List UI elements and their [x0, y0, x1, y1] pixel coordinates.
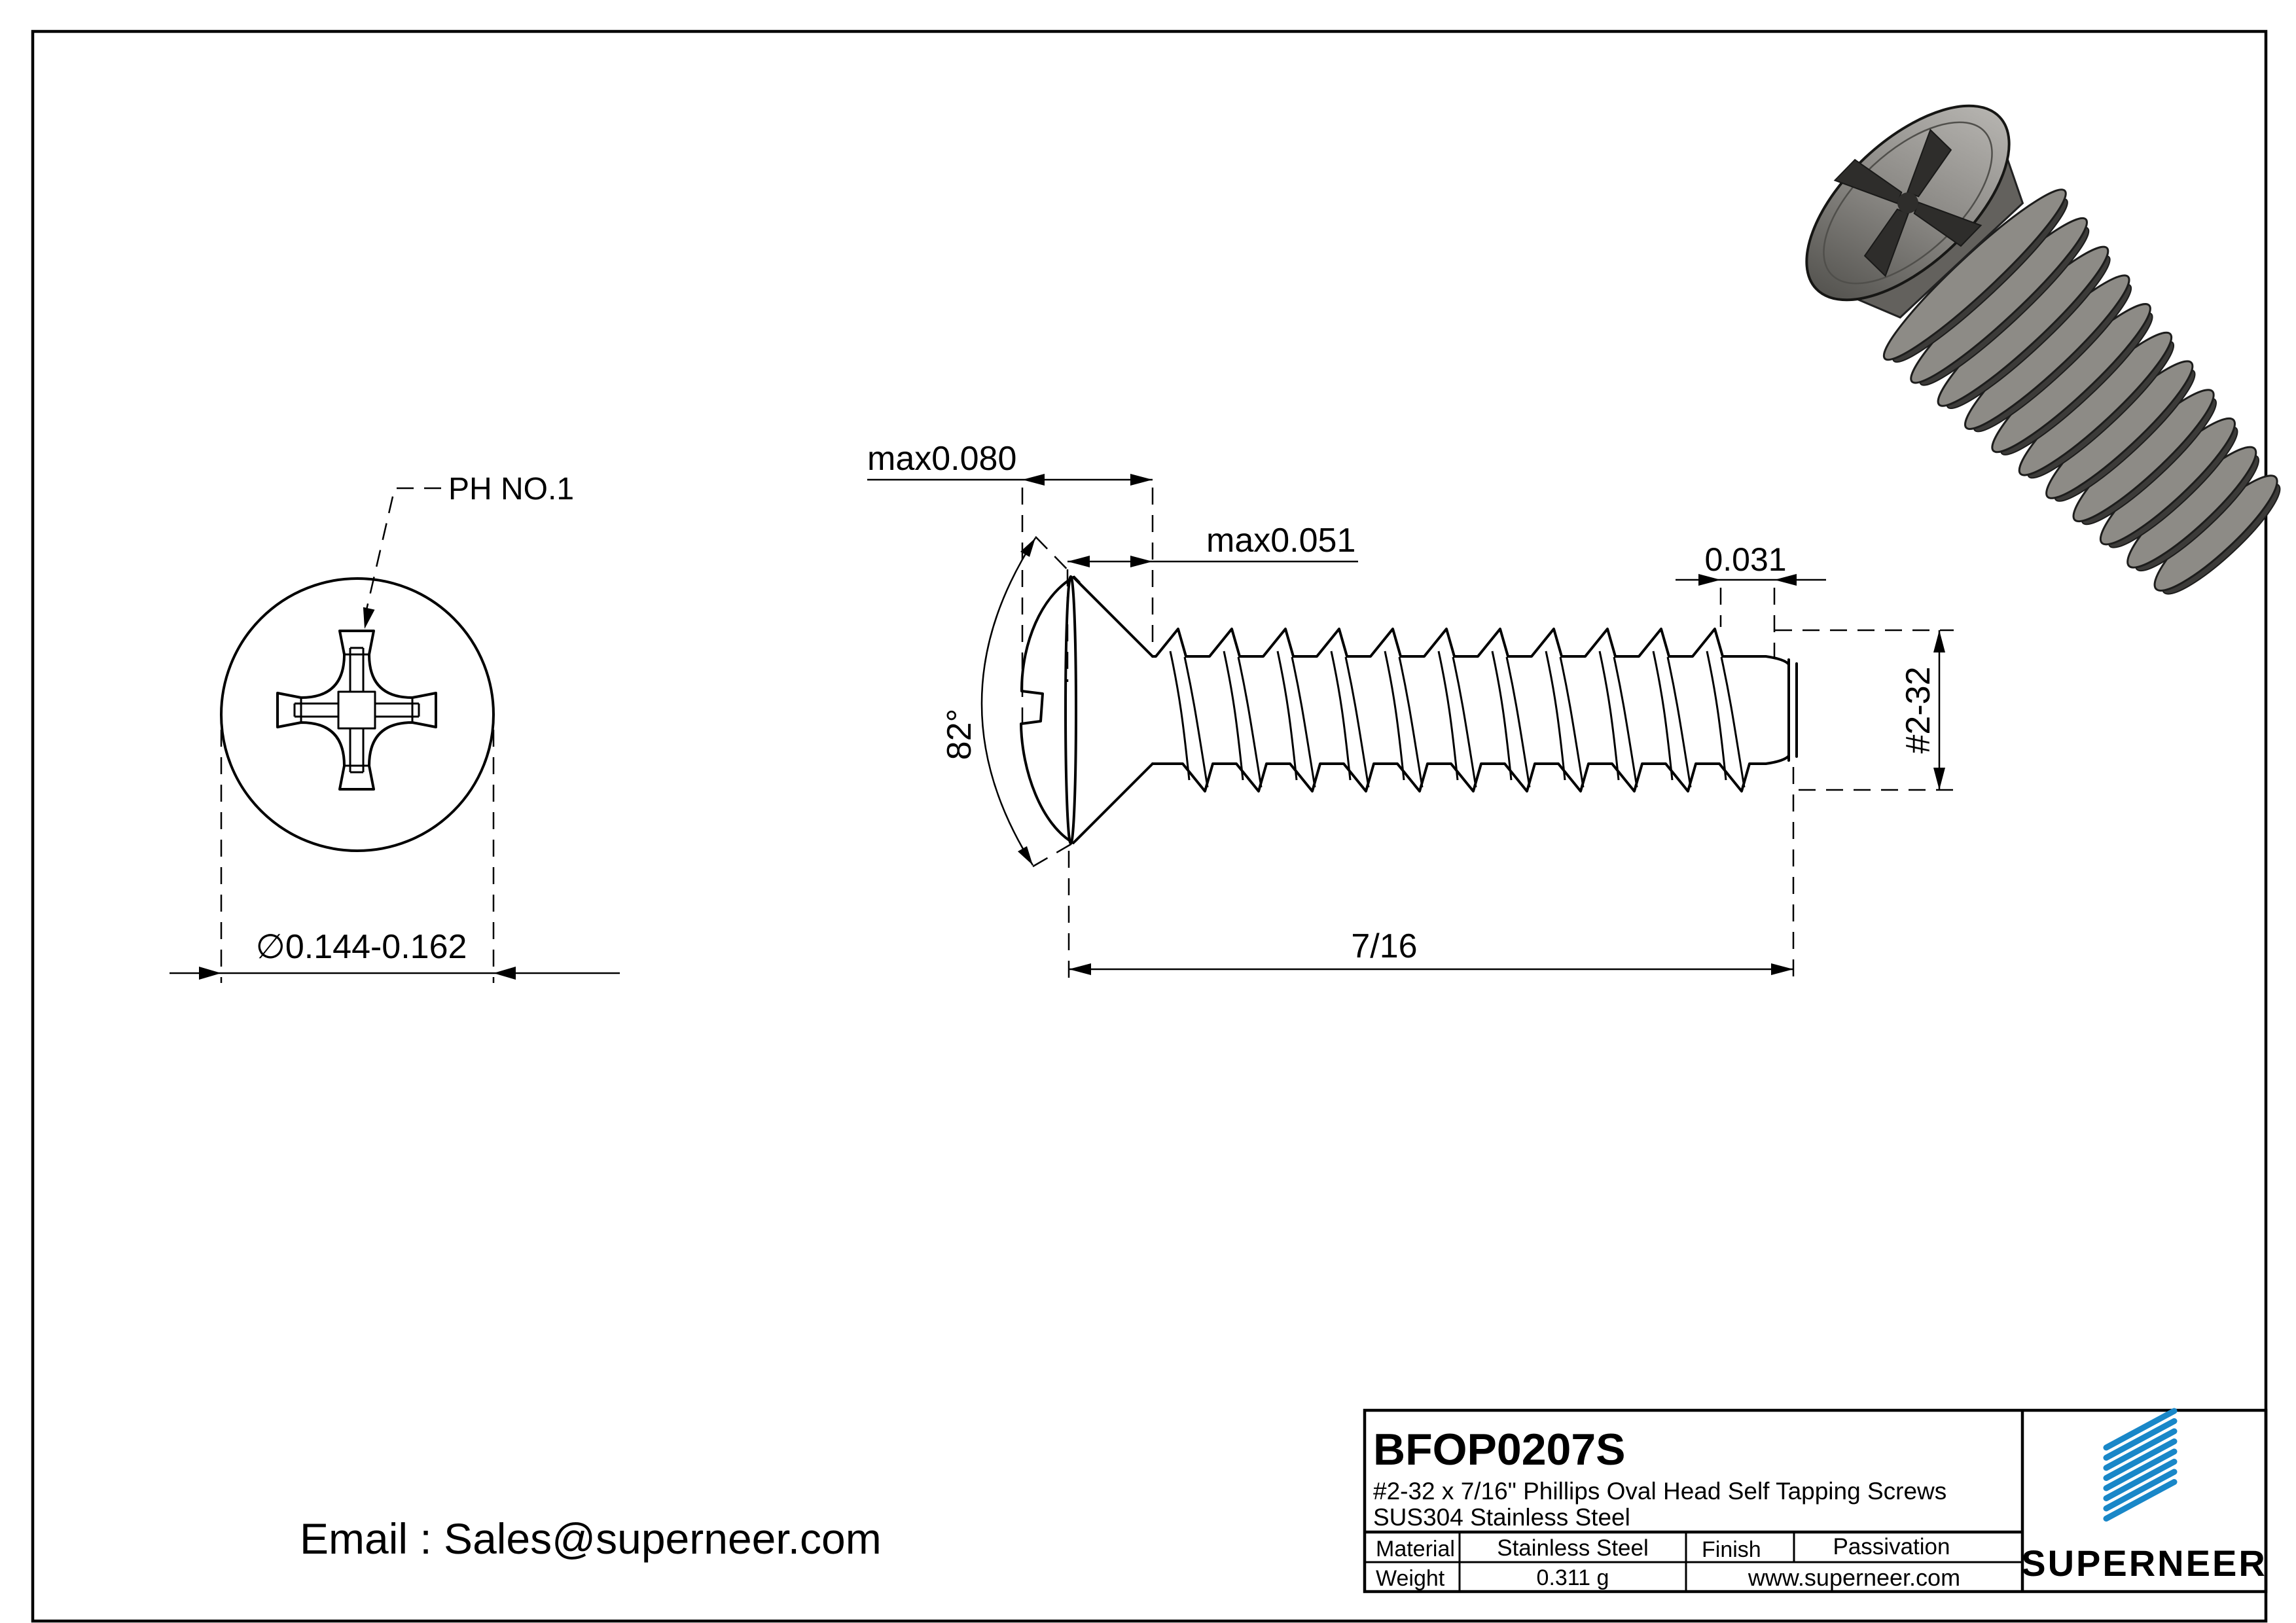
material-label: Material [1376, 1537, 1455, 1561]
head-cone-edges [1073, 577, 1154, 843]
screw-tip-end-face [1787, 658, 1798, 762]
title-block: BFOP0207S #2-32 x 7/16" Phillips Oval He… [1363, 1408, 2268, 1594]
thread-crest-bottom [1151, 755, 1790, 793]
finish-value: Passivation [1833, 1534, 1950, 1560]
angle-arc-arrows [1018, 538, 1035, 865]
material-value: Stainless Steel [1497, 1535, 1649, 1561]
logo-stripe [2103, 1438, 2178, 1481]
ph-leader-line [364, 487, 441, 616]
head-dia-arrow-right [493, 967, 516, 980]
logo-stripe [2103, 1469, 2178, 1512]
angle-ref-lines [1032, 536, 1081, 868]
dim-051-label: max0.051 [1206, 522, 1355, 560]
logo-stripe [2103, 1418, 2178, 1461]
ph-size-label: PH NO.1 [448, 472, 574, 507]
part-number: BFOP0207S [1373, 1425, 1626, 1474]
title-block-border [1363, 1408, 2268, 1594]
thread-crest-top [1151, 628, 1790, 666]
thread-dia-ext-lines [1775, 629, 1954, 791]
sheet-frame [31, 29, 2268, 1623]
screw-3d-head-rim [1823, 121, 1993, 285]
phillips-recess-outer [276, 630, 437, 791]
logo-stripe [2103, 1428, 2178, 1471]
head-crown-edge [1064, 575, 1077, 845]
dim-080-ext [1021, 488, 1154, 730]
length-ext-lines [1067, 767, 1795, 979]
thread-dia-label: #2-32 [1899, 667, 1937, 754]
dim-051-arrows [1067, 556, 1153, 567]
thread-helix-flanks [1169, 651, 1746, 788]
screw-3d-threads [1882, 188, 2281, 595]
logo-stripe [2103, 1448, 2178, 1491]
head-top-view: PH NO.1 ∅0.144-0.162 [170, 472, 620, 983]
head-outline-circle [220, 577, 495, 852]
phillips-recess-inner [293, 647, 420, 774]
superneer-logo [2103, 1408, 2178, 1522]
description-line1: #2-32 x 7/16" Phillips Oval Head Self Ta… [1373, 1478, 1946, 1505]
screw-3d-render [1805, 104, 2281, 595]
screw-3d-phillips [1833, 128, 1982, 277]
head-dome-profile [1020, 576, 1075, 844]
logo-stripe [2103, 1479, 2178, 1522]
superneer-wordmark: SUPERNEER [2021, 1543, 2267, 1584]
angle-arc [980, 537, 1037, 866]
logo-stripe [2103, 1459, 2178, 1501]
phillips-tip-bars [300, 653, 414, 767]
pitch-arrows [1698, 574, 1797, 586]
side-view: max0.080 max0.051 82° 7/16 0.031 #2-32 [867, 440, 1954, 979]
weight-value: 0.311 g [1537, 1565, 1609, 1590]
angle-label: 82° [941, 709, 978, 760]
threaded-shank [1151, 628, 1798, 793]
email-text: Email : Sales@superneer.com [300, 1514, 882, 1563]
description-line2: SUS304 Stainless Steel [1373, 1504, 1630, 1531]
head-dia-ext-lines [220, 730, 495, 983]
website-link[interactable]: www.superneer.com [1748, 1564, 1960, 1591]
pitch-label: 0.031 [1704, 541, 1786, 578]
length-label: 7/16 [1351, 927, 1417, 965]
dim-080-label: max0.080 [867, 440, 1016, 478]
finish-label: Finish [1702, 1537, 1761, 1562]
head-dia-arrow-left [199, 967, 221, 980]
pitch-ext-lines [1719, 588, 1776, 657]
weight-label: Weight [1376, 1566, 1445, 1591]
logo-stripe [2103, 1408, 2178, 1451]
head-dia-label: ∅0.144-0.162 [256, 928, 467, 966]
ph-leader-arrow [363, 607, 375, 629]
